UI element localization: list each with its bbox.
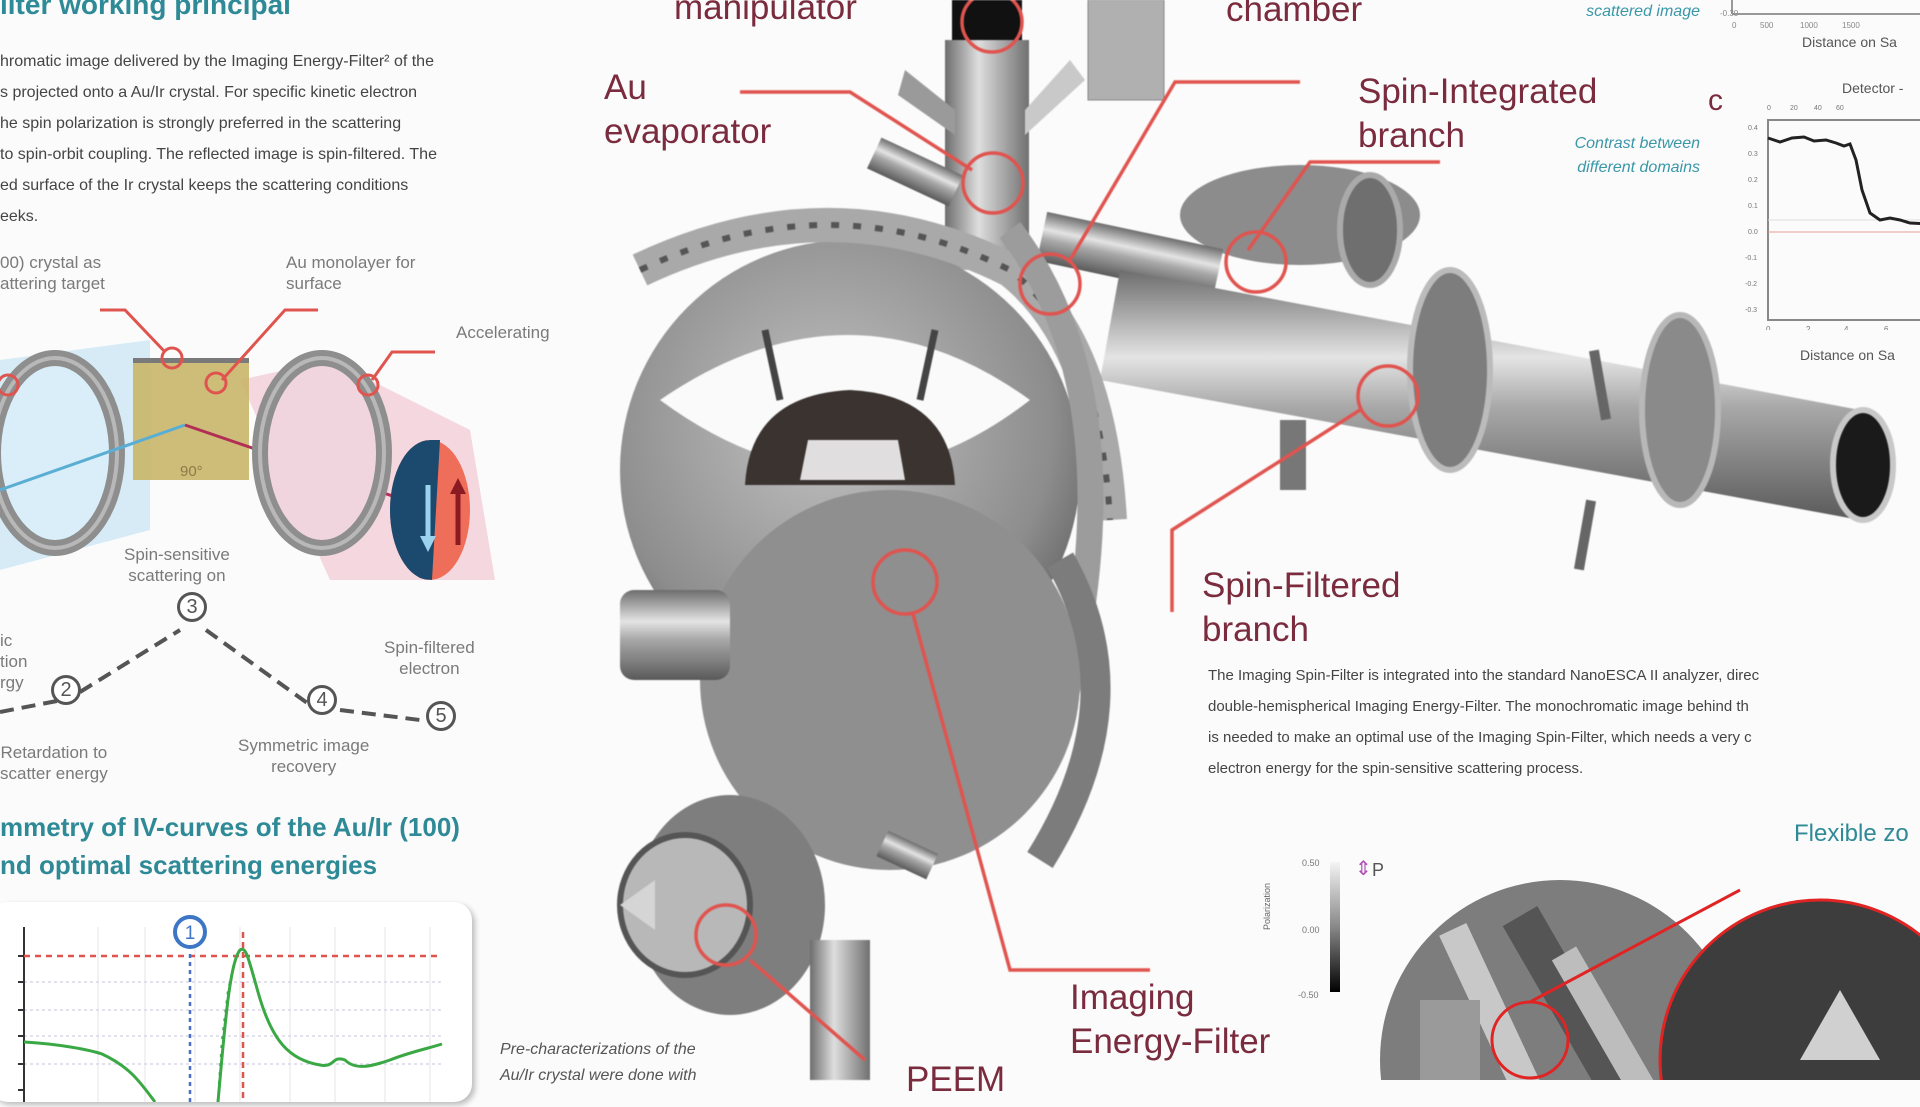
svg-text:-0.2: -0.2 (1745, 281, 1757, 288)
step-1-partial-label: ic tion rgy (0, 631, 28, 692)
step-3-circle: 3 (177, 592, 207, 622)
colorbar-max: 0.50 (1302, 858, 1320, 868)
label-au-evaporator: Au evaporator (604, 68, 772, 151)
colorbar-mid: 0.00 (1302, 925, 1320, 935)
step-2-circle: 2 (51, 675, 81, 705)
spin-detector-disc (390, 440, 470, 580)
svg-text:1000: 1000 (1800, 21, 1818, 30)
svg-text:0.0: 0.0 (1748, 229, 1758, 236)
detector-plot-title: Detector - (1842, 80, 1904, 96)
au-monolayer-label: Au monolayer for surface (286, 253, 416, 293)
paragraph-line: electron energy for the spin-sensitive s… (1208, 760, 1584, 777)
double-arrow-icon: ⇕ (1355, 858, 1372, 880)
scattered-image-caption: scattered image (1586, 3, 1700, 20)
step-4-circle: 4 (307, 685, 337, 715)
svg-text:0.3: 0.3 (1748, 151, 1758, 158)
paragraph-line: is needed to make an optimal use of the … (1208, 729, 1752, 746)
iv-curves-title: mmetry of IV-curves of the Au/Ir (100) n… (0, 812, 460, 880)
label-spin-filtered-branch: Spin-Filtered branch (1202, 566, 1401, 649)
contrast-domains-caption: Contrast between different domains (1574, 135, 1700, 176)
angle-label: 90° (180, 463, 203, 480)
polarization-colorbar (1330, 862, 1340, 992)
label-imaging-energy-filter: Imaging Energy-Filter (1070, 978, 1271, 1061)
paragraph-line: he spin polarization is strongly preferr… (0, 115, 402, 132)
svg-text:0: 0 (1767, 105, 1771, 112)
label-manipulator: manipulator (674, 0, 857, 27)
polarization-axis-label: Polarization (1740, 183, 1741, 240)
svg-text:0.4: 0.4 (1748, 125, 1758, 132)
nanoesca-instrument-render (617, 0, 1896, 1080)
svg-text:4: 4 (1844, 325, 1849, 330)
spin-filtered-paragraph: The Imaging Spin-Filter is integrated in… (1208, 660, 1920, 784)
svg-text:20: 20 (1790, 105, 1798, 112)
svg-text:6: 6 (1884, 325, 1889, 330)
label-spin-integrated-branch: Spin-Integrated branch (1358, 72, 1598, 155)
marker-1-label: 1 (185, 923, 196, 944)
paragraph-line: eeks. (0, 208, 39, 225)
working-principle-paragraph: hromatic image delivered by the Imaging … (0, 46, 540, 232)
panel-letter-c: c (1708, 84, 1723, 117)
iv-chart-card: 1 (0, 902, 472, 1103)
paragraph-line: The Imaging Spin-Filter is integrated in… (1208, 667, 1760, 684)
svg-text:-0.30: -0.30 (1720, 9, 1739, 18)
marker-1-circle (173, 915, 207, 949)
paragraph-line: s projected onto a Au/Ir crystal. For sp… (0, 84, 418, 101)
step-5-label: Spin-filtered electron (384, 638, 475, 678)
step-2-label: Retardation to scatter energy (0, 743, 108, 783)
colorbar-label: Polarization (1262, 882, 1272, 930)
paragraph-line: double-hemispherical Imaging Energy-Filt… (1208, 698, 1749, 715)
accelerating-label: Accelerating (456, 323, 550, 342)
top-partial-plot: -0.30 0 500 1000 1500 (1720, 0, 1920, 30)
svg-text:2: 2 (1806, 325, 1811, 330)
spin-polarized-microscope-images (1380, 880, 1920, 1080)
paragraph-line: to spin-orbit coupling. The reflected im… (0, 146, 437, 163)
top-plot-xlabel: Distance on Sa (1802, 34, 1897, 50)
svg-text:500: 500 (1760, 21, 1774, 30)
svg-text:1500: 1500 (1842, 21, 1860, 30)
crystal-target-label: 00) crystal as attering target (0, 253, 105, 293)
flexible-zoom-heading: Flexible zo (1794, 820, 1909, 847)
svg-text:60: 60 (1836, 105, 1844, 112)
iv-chart: 1 (18, 915, 443, 1103)
step-4-label: Symmetric image recovery (238, 736, 370, 776)
svg-text:-0.1: -0.1 (1745, 255, 1757, 262)
svg-text:0.2: 0.2 (1748, 177, 1758, 184)
label-peem: PEEM (906, 1060, 1006, 1099)
colorbar-min: -0.50 (1298, 990, 1319, 1000)
step-3-label: Spin-sensitive scattering on (124, 545, 230, 585)
polarization-chart-xlabel: Distance on Sa (1800, 347, 1895, 363)
label-chamber: chamber (1226, 0, 1363, 29)
section-title-working-principal: ilter working principal (0, 0, 291, 20)
step-5-circle: 5 (426, 701, 456, 731)
svg-text:0.1: 0.1 (1748, 203, 1758, 210)
paragraph-line: hromatic image delivered by the Imaging … (0, 53, 434, 70)
svg-text:0: 0 (1732, 21, 1737, 30)
svg-text:40: 40 (1814, 105, 1822, 112)
polarization-symbol: P (1372, 860, 1385, 880)
step-path (0, 628, 421, 722)
spin-filter-schematic: 90° (0, 308, 495, 580)
svg-text:0: 0 (1766, 325, 1771, 330)
svg-text:-0.3: -0.3 (1745, 307, 1757, 314)
paragraph-line: ed surface of the Ir crystal keeps the s… (0, 177, 409, 194)
